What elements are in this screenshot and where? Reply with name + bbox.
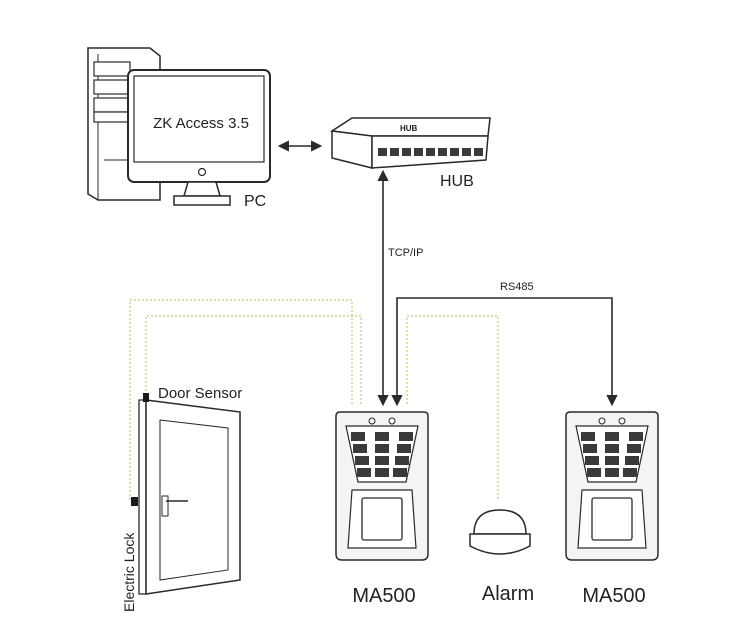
- alarm-wire: [406, 315, 499, 500]
- fingerprint-sensor: [591, 497, 633, 541]
- door-sensor: [143, 393, 149, 402]
- door: [131, 393, 241, 595]
- rs485-link-arrow: [391, 297, 618, 407]
- pc-monitor: [127, 69, 271, 206]
- ma500-device-2: [565, 411, 659, 561]
- tcp-ip-label: TCP/IP: [388, 247, 423, 259]
- ma500-label-2: MA500: [582, 585, 645, 607]
- hub-switch: HUB HUB: [329, 117, 491, 190]
- keypad: [351, 432, 413, 477]
- keypad: [581, 432, 643, 477]
- fingerprint-sensor: [361, 497, 403, 541]
- hub-label: HUB: [440, 173, 474, 190]
- door-handle: [161, 495, 188, 517]
- rs485-label: RS485: [500, 281, 534, 293]
- ma500-device-1: [335, 411, 429, 561]
- alarm-label: Alarm: [482, 583, 534, 605]
- pc-label: PC: [244, 193, 266, 210]
- pc-computer: ZK Access 3.5 PC: [87, 47, 271, 210]
- alarm-siren: [469, 509, 531, 555]
- electric-lock-wire: [129, 299, 353, 500]
- electric-lock-label: Electric Lock: [121, 532, 137, 612]
- electric-lock: [131, 497, 138, 506]
- ma500-label-1: MA500: [352, 585, 415, 607]
- door-sensor-wire: [145, 315, 362, 404]
- dotted-wiring: [129, 299, 499, 500]
- hub-ports: [378, 148, 483, 156]
- hub-badge: HUB: [400, 124, 418, 133]
- pc-screen-text: ZK Access 3.5: [153, 115, 249, 132]
- door-sensor-label: Door Sensor: [158, 385, 242, 402]
